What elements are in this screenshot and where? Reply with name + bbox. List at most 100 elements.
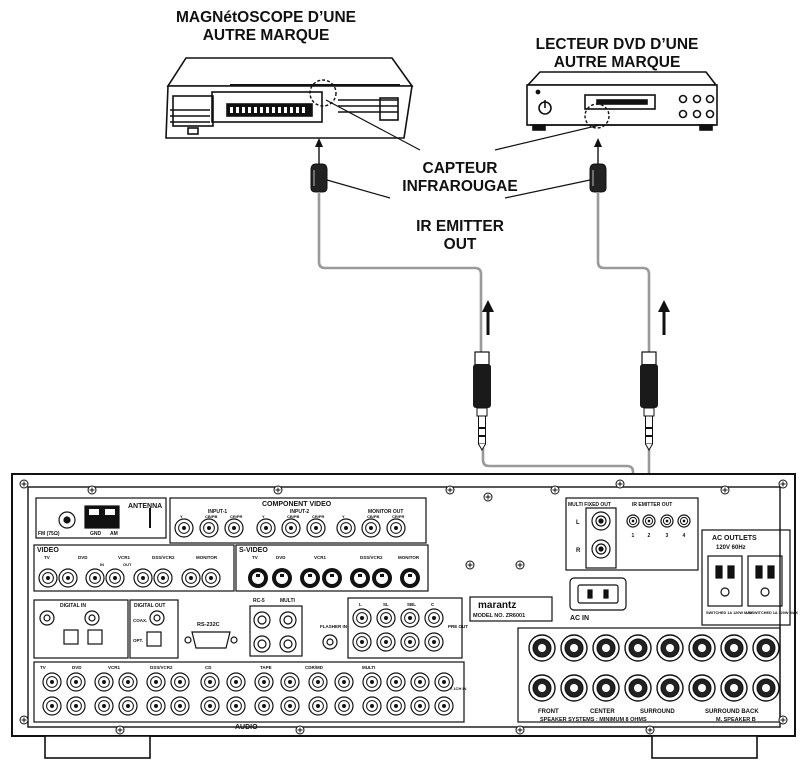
- component-monitor-label: MONITOR OUT: [368, 509, 403, 515]
- audio-jack: [386, 672, 406, 692]
- screw-icon: [550, 485, 560, 495]
- speaker-surround-label: SURROUND: [640, 709, 675, 715]
- s-video-source-label: VCR1: [314, 555, 327, 560]
- pre-out-channel-label: C: [431, 602, 435, 607]
- vcr-callout: MAGNétOSCOPE D’UNE AUTRE MARQUE: [150, 9, 382, 45]
- ac-outlets-section: [701, 529, 791, 626]
- ac-in-label: AC IN: [570, 615, 589, 622]
- coax-label: COAX.: [133, 618, 147, 623]
- speaker-section: [517, 627, 781, 723]
- audio-source-label: DSS/VCR2: [150, 665, 173, 670]
- ir-port-jack: [660, 514, 674, 528]
- audio-jack: [226, 672, 246, 692]
- s-video-source-label: TV: [252, 555, 258, 560]
- screw-icon: [295, 725, 305, 735]
- audio-jack: [362, 672, 382, 692]
- video-jack: [133, 568, 153, 588]
- audio-jack: [386, 696, 406, 716]
- vcr-dot: [230, 107, 233, 113]
- cable-left: [317, 192, 635, 510]
- audio-jack: [66, 696, 86, 716]
- brand-block: [469, 577, 627, 622]
- video-source-label: VCR1: [118, 555, 131, 560]
- ir-port-number: 1: [632, 533, 635, 539]
- ir-port-jack: [677, 514, 691, 528]
- chassis-screws: [19, 479, 788, 735]
- multi-r-label: R: [576, 548, 581, 554]
- vcr-dot: [242, 107, 245, 113]
- speaker-terminal: [592, 634, 620, 662]
- screw-icon: [19, 479, 29, 489]
- screw-icon: [645, 725, 655, 735]
- screw-icon: [445, 485, 455, 495]
- speaker-terminal: [688, 674, 716, 702]
- component-jack: [336, 518, 356, 538]
- vcr-dot: [272, 107, 275, 113]
- audio-label: AUDIO: [235, 724, 258, 731]
- s-video-label: S-VIDEO: [239, 547, 268, 554]
- s-video-jack: [372, 568, 392, 588]
- audio-jack: [146, 672, 166, 692]
- ir-sensor-callout-line-2: INFRAROUGAE: [402, 177, 518, 195]
- component-video-label: COMPONENT VIDEO: [262, 501, 332, 508]
- multi-label: MULTI: [280, 598, 296, 604]
- s-video-jack: [350, 568, 370, 588]
- ir-sensor-callout: CAPTEUR INFRAROUGAE: [355, 160, 565, 196]
- audio-jack: [94, 672, 114, 692]
- brand-logo: marantz: [478, 600, 516, 611]
- component-jack: [306, 518, 326, 538]
- video-jack: [153, 568, 173, 588]
- s-video-source-label: MONITOR: [398, 555, 420, 560]
- switched-label: SWITCHED 1A 120W MAX: [706, 611, 753, 615]
- audio-jack: [434, 672, 454, 692]
- video-in-label: IN: [100, 562, 104, 567]
- speaker-terminal: [720, 674, 748, 702]
- ch71-label: 7.1CH IN: [450, 686, 467, 691]
- unswitched-label: UNSWITCHED 1A 120W MAX: [746, 611, 798, 615]
- audio-jack: [42, 696, 62, 716]
- component-sub-label: CB/PB: [287, 514, 300, 519]
- audio-jack: [42, 672, 62, 692]
- audio-source-label: VCR1: [108, 665, 121, 670]
- digital-in-label: DIGITAL IN: [60, 603, 86, 609]
- pre-out-label: PRE OUT: [448, 624, 468, 629]
- ir-emitter-callout: IR EMITTER OUT: [370, 218, 550, 254]
- dvd-callout-line-2: AUTRE MARQUE: [553, 53, 681, 71]
- speaker-terminal: [752, 674, 780, 702]
- audio-jack: [118, 672, 138, 692]
- audio-jack: [94, 696, 114, 716]
- audio-source-label: CDR/MD: [305, 665, 324, 670]
- audio-source-label: DVD: [72, 665, 82, 670]
- digital-out-label: DIGITAL OUT: [134, 603, 165, 609]
- s-video-jack: [322, 568, 342, 588]
- audio-jack: [280, 696, 300, 716]
- speaker-systems-label: SPEAKER SYSTEMS : MINIMUM 8 OHMS: [540, 717, 647, 723]
- s-video-jack: [248, 568, 268, 588]
- s-video-jack: [300, 568, 320, 588]
- video-jack: [105, 568, 125, 588]
- vcr-callout-line-2: AUTRE MARQUE: [202, 26, 330, 44]
- s-video-source-label: DVD: [276, 555, 286, 560]
- vcr-dot: [290, 107, 293, 113]
- audio-section: [33, 661, 465, 723]
- ir-emitter-callout-line-1: IR EMITTER: [416, 218, 504, 235]
- component-video-section: [169, 497, 427, 544]
- component-sub-label: Y: [180, 514, 183, 519]
- cable-right: [596, 192, 651, 510]
- video-jack: [201, 568, 221, 588]
- direction-arrow-left: [482, 300, 494, 335]
- speaker-terminal: [560, 634, 588, 662]
- dvd-callout-line-1: LECTEUR DVD D’UNE: [535, 36, 699, 53]
- dvd-callout: LECTEUR DVD D’UNE AUTRE MARQUE: [510, 36, 724, 72]
- speaker-terminal: [656, 634, 684, 662]
- antenna-label: ANTENNA: [128, 503, 162, 510]
- speaker-terminal: [592, 674, 620, 702]
- audio-jack: [254, 696, 274, 716]
- audio-jack: [66, 672, 86, 692]
- ir-port-number: 2: [648, 533, 651, 539]
- pre-out-jack: [352, 608, 372, 628]
- vcr-dot: [296, 107, 299, 113]
